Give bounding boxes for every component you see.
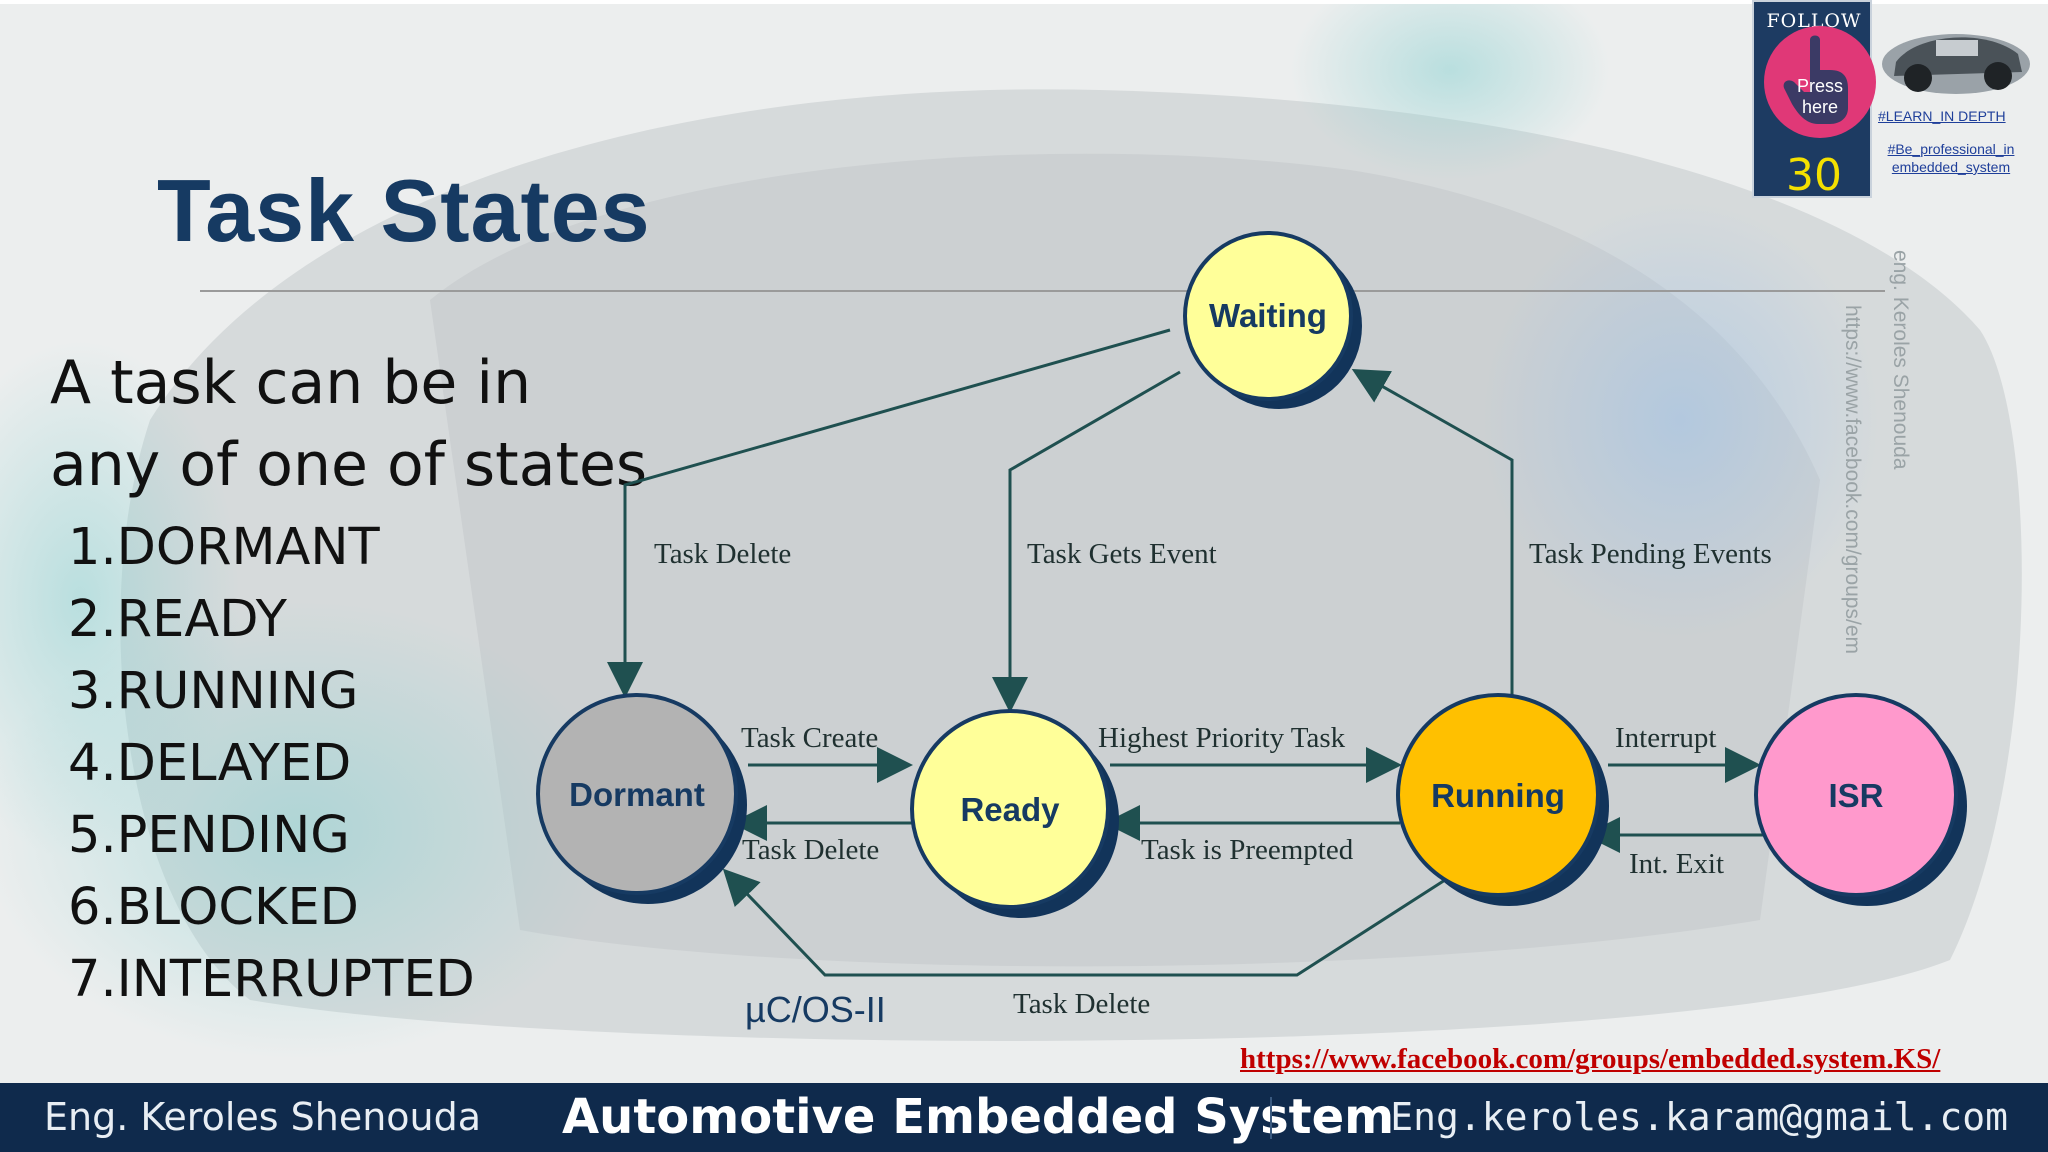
- label-task-is-preempted: Task is Preempted: [1141, 834, 1354, 866]
- title-divider: [200, 290, 1885, 292]
- os-label: µC/OS-II: [745, 989, 886, 1030]
- edge-running-to-waiting: [1351, 369, 1514, 697]
- press-here-text: Press here: [1796, 76, 1843, 117]
- edge-waiting-to-ready: [992, 370, 1181, 713]
- footer-email: Eng.keroles.karam@gmail.com: [1390, 1095, 2008, 1139]
- author-watermark: eng. Keroles Shenouda: [1889, 250, 1912, 470]
- footer-bar: Eng. Keroles Shenouda Automotive Embedde…: [0, 1083, 2048, 1152]
- slide-title: Task States: [157, 161, 651, 260]
- label-task-gets-event: Task Gets Event: [1027, 538, 1217, 570]
- follow-count: 30: [1786, 150, 1842, 201]
- footer-course-title: Automotive Embedded System: [562, 1089, 1395, 1145]
- intro-text: A task can be in any of one of states: [50, 348, 648, 500]
- node-isr: [1754, 693, 1958, 897]
- follow-us-badge[interactable]: FOLLOW US Press here 30: [1752, 0, 1876, 201]
- node-ready: [910, 709, 1110, 909]
- node-dormant-label: Dormant: [569, 776, 705, 813]
- state-item-interrupted: 7.INTERRUPTED: [68, 950, 475, 1009]
- node-waiting: [1183, 231, 1353, 401]
- state-item-pending: 5.PENDING: [68, 806, 350, 865]
- label-task-create: Task Create: [741, 722, 878, 754]
- tag-be-professional[interactable]: #Be_professional_in embedded_system: [1887, 141, 2015, 175]
- node-dormant: [536, 693, 738, 895]
- edge-running-to-dormant: [722, 868, 1446, 977]
- label-int-exit: Int. Exit: [1629, 848, 1724, 880]
- label-task-delete-bottom: Task Delete: [1013, 988, 1150, 1020]
- label-task-delete-top: Task Delete: [654, 538, 791, 570]
- label-highest-priority-task: Highest Priority Task: [1098, 722, 1346, 754]
- url-watermark: https://www.facebook.com/groups/em: [1841, 305, 1864, 654]
- node-ready-label: Ready: [960, 791, 1060, 828]
- facebook-group-link[interactable]: https://www.facebook.com/groups/embedded…: [1240, 1043, 1941, 1075]
- state-item-running: 3.RUNNING: [68, 662, 359, 721]
- edge-waiting-to-dormant: [607, 328, 1171, 698]
- car-thumbnail-image: [1882, 34, 2030, 94]
- node-isr-label: ISR: [1828, 777, 1883, 814]
- press-here-button[interactable]: Press here: [1764, 26, 1876, 138]
- tag-learn-in-depth[interactable]: #LEARN_IN DEPTH: [1878, 108, 2006, 124]
- state-item-dormant: 1.DORMANT: [68, 518, 380, 577]
- label-task-delete-mid: Task Delete: [742, 834, 879, 866]
- state-item-delayed: 4.DELAYED: [68, 734, 352, 793]
- label-task-pending-events: Task Pending Events: [1529, 538, 1772, 570]
- node-running-label: Running: [1431, 777, 1565, 814]
- node-waiting-label: Waiting: [1209, 297, 1327, 334]
- state-item-ready: 2.READY: [68, 590, 287, 649]
- label-interrupt: Interrupt: [1615, 722, 1716, 754]
- state-list: 1.DORMANT 2.READY 3.RUNNING 4.DELAYED 5.…: [68, 512, 475, 1016]
- state-item-blocked: 6.BLOCKED: [68, 878, 359, 937]
- node-running: [1396, 693, 1600, 897]
- footer-author: Eng. Keroles Shenouda: [44, 1095, 482, 1139]
- footer-separator: [1270, 1097, 1272, 1139]
- pointing-hand-icon: [1783, 35, 1848, 124]
